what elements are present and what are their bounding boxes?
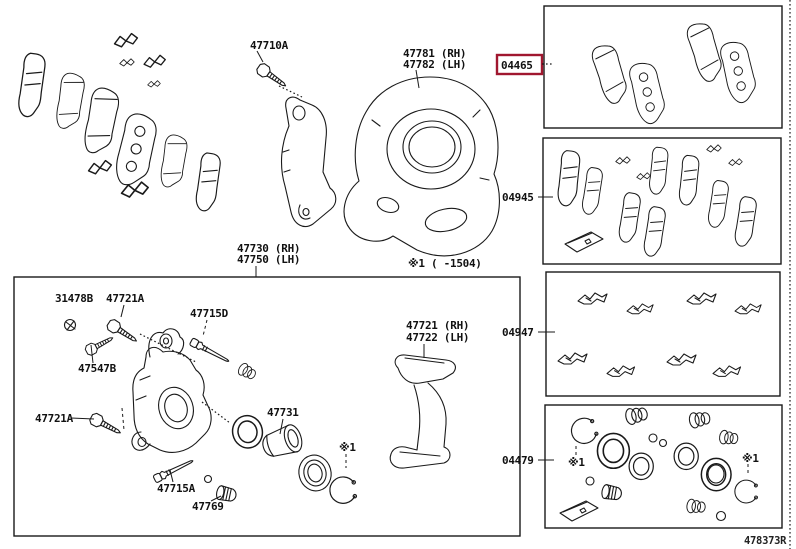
seal-kit-drawing <box>559 404 763 522</box>
leader-47715a <box>169 469 174 483</box>
slide-pin-upper-drawing <box>188 337 232 366</box>
part-label-47721-rh[interactable]: 47721 (RH) <box>406 319 470 332</box>
caliper-detail-box <box>13 276 521 537</box>
piston-boot-ring-drawing <box>228 412 267 452</box>
section-mark-lower-bolt <box>121 407 125 431</box>
part-label-47722-lh[interactable]: 47722 (LH) <box>406 331 470 344</box>
slide-pin-lower-drawing <box>152 456 196 484</box>
part-label-seal-kit-04479[interactable]: 04479 <box>502 454 534 467</box>
kit-panel-box-04945 <box>542 137 782 265</box>
part-label-shim-kit-04945[interactable]: 04945 <box>502 191 534 204</box>
shim-kit-drawing <box>556 144 759 259</box>
part-label-47769[interactable]: 47769 <box>192 500 224 513</box>
bleeder-cap-drawing <box>63 318 77 332</box>
set-ring-drawing <box>326 473 361 508</box>
bleeder-plug-drawing <box>83 332 116 358</box>
part-label-caliper-assy-rh[interactable]: 47730 (RH) <box>237 242 301 255</box>
mounting-bracket-drawing <box>389 354 456 469</box>
drawing-code: 478373R <box>744 535 787 547</box>
leader-47721a-lower <box>70 417 95 420</box>
asterisk-note-seal-kit-left: ※1 <box>568 456 585 469</box>
caliper-body-drawing <box>131 328 212 453</box>
dust-cover-drawing <box>343 76 500 257</box>
part-label-47715d[interactable]: 47715D <box>190 307 229 320</box>
brake-pad-cluster-drawing <box>16 32 223 213</box>
projection-piston <box>201 401 231 424</box>
slide-bolt-upper-drawing <box>104 317 141 347</box>
piston-drawing <box>258 422 306 462</box>
part-label-47721a-lower[interactable]: 47721A <box>35 412 74 425</box>
projection-47710a <box>278 85 303 98</box>
leader-dust-cover <box>415 69 420 89</box>
part-label-47731[interactable]: 47731 <box>267 406 300 419</box>
leader-47769 <box>210 495 222 502</box>
part-label-47710a[interactable]: 47710A <box>250 39 289 52</box>
part-label-caliper-assy-lh[interactable]: 47750 (LH) <box>237 253 301 266</box>
kit-panel-box-04479 <box>544 404 783 529</box>
part-label-47721a-upper[interactable]: 47721A <box>106 292 145 305</box>
asterisk-note-seal-kit-right: ※1 <box>742 452 759 465</box>
part-label-47715a[interactable]: 47715A <box>157 482 196 495</box>
kit-panel-box-04465 <box>543 5 783 129</box>
caliper-detail-drawing <box>63 317 456 508</box>
leader-47710a <box>256 50 264 63</box>
part-label-47547b[interactable]: 47547B <box>78 362 117 375</box>
part-label-fitting-kit-04947[interactable]: 04947 <box>502 326 534 339</box>
leader-47731 <box>279 418 284 435</box>
piston-boot-drawing <box>298 454 332 492</box>
pad-kit-drawing <box>589 19 760 127</box>
fitting-kit-drawing <box>557 292 762 377</box>
caliper-support-small-drawing <box>280 96 337 228</box>
projection-slide-bolt-upper <box>139 333 197 363</box>
production-note: ※1 ( -1504) <box>408 257 482 270</box>
part-label-31478b[interactable]: 31478B <box>55 292 94 305</box>
kit-panel-box-04947 <box>545 271 781 397</box>
mounting-bolt-drawing <box>254 61 290 92</box>
part-label-pad-kit-04465[interactable]: 04465 <box>501 59 533 72</box>
leader-47547b <box>90 344 94 364</box>
part-label-dust-cover-rh[interactable]: 47781 (RH) <box>403 47 467 60</box>
leader-47721a-upper <box>120 304 125 318</box>
asterisk-note-detail: ※1 <box>339 441 356 454</box>
slide-bolt-lower-drawing <box>87 411 124 439</box>
part-label-dust-cover-lh[interactable]: 47782 (LH) <box>403 58 467 71</box>
leader-47715d <box>202 319 208 337</box>
